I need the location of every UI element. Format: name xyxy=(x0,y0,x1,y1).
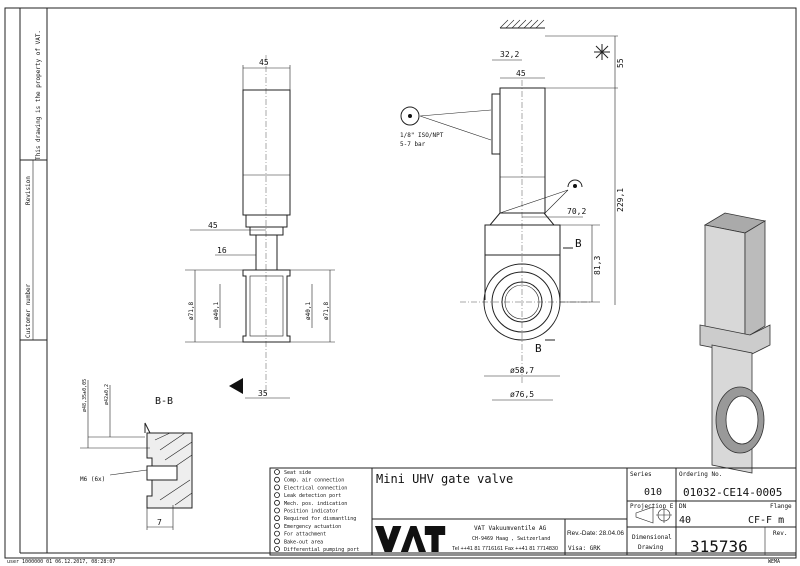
vat-logo xyxy=(375,526,446,552)
dim-side-81-3: 81,3 xyxy=(593,256,602,275)
legend-item: Comp. air connection xyxy=(274,476,344,484)
dim-front-dia-401-right: ø40,1 xyxy=(305,302,312,320)
company-name: VAT Vakuumventile AG xyxy=(474,525,547,532)
legend-item: For attachment xyxy=(274,530,326,538)
customer-number-label: Customer number xyxy=(25,283,32,338)
air-connection-thread: 1/8" ISO/NPT xyxy=(400,132,444,139)
legend-item: Emergency actuation xyxy=(274,523,341,530)
electrical-icon xyxy=(274,484,280,491)
dn-label: DN xyxy=(679,503,687,510)
rev-date: Rev.-Date: 28.04.06 xyxy=(567,531,625,537)
dim-front-dia-401-left: ø40,1 xyxy=(213,302,220,320)
front-view xyxy=(185,55,335,399)
comp-air-icon xyxy=(274,476,280,483)
flange-label: Flange xyxy=(770,503,792,510)
series-label: Series xyxy=(630,471,652,478)
legend-item: Bake-out area xyxy=(274,538,323,545)
dim-side-229-1: 229,1 xyxy=(616,188,625,212)
legend-item: Mech. pos. indication xyxy=(274,499,347,507)
leak-detection-icon xyxy=(274,492,280,499)
bake-out-icon xyxy=(274,538,280,545)
attachment-icon xyxy=(274,530,280,537)
dim-front-35: 35 xyxy=(258,389,268,398)
drawing-frame xyxy=(4,7,797,559)
dim-side-45: 45 xyxy=(516,69,526,78)
legend-label: Comp. air connection xyxy=(284,478,344,484)
legend-label: Differential pumping port xyxy=(284,547,359,553)
legend-label: Emergency actuation xyxy=(284,524,341,530)
ordering-label: Ordering No. xyxy=(679,471,722,478)
legend-item: Position indicator xyxy=(274,507,338,515)
dim-side-dia-58-7: ø58,7 xyxy=(510,366,534,375)
dim-section-dia-48-35: ø48,35±0,05 xyxy=(82,379,88,412)
air-connection-pressure: 5-7 bar xyxy=(400,141,426,148)
drawing-type-2: Drawing xyxy=(638,544,664,551)
legend-label: Seat side xyxy=(284,470,311,476)
legend-label: Bake-out area xyxy=(284,539,323,545)
differential-pumping-icon xyxy=(274,546,280,552)
section-mark-b-top: B xyxy=(575,237,582,250)
mech-pos-icon xyxy=(274,499,280,506)
seat-side-icon xyxy=(274,469,280,475)
flange-value: CF-F m xyxy=(748,515,784,526)
legend-label: Position indicator xyxy=(284,509,338,515)
isometric-view xyxy=(699,212,771,474)
drawing-type-1: Dimensional xyxy=(632,534,672,541)
dim-section-thread: M6 (6x) xyxy=(80,476,105,483)
dismantling-icon xyxy=(274,515,280,522)
dim-front-16: 16 xyxy=(217,246,227,255)
footer-user: user 1000000 01 06.12.2017, 08:28:07 xyxy=(7,559,115,565)
legend-label: Electrical connection xyxy=(284,485,347,491)
property-note: This drawing is the property of VAT. xyxy=(35,30,42,160)
legend-label: Mech. pos. indication xyxy=(284,501,347,507)
legend-label: Leak detection port xyxy=(284,493,341,499)
revision-label: Revision xyxy=(25,176,32,205)
legend-item: Required for dismantling xyxy=(274,515,356,522)
dim-front-dia-718-right: ø71,8 xyxy=(323,302,330,320)
dn-value: 40 xyxy=(679,515,691,526)
projection-label: Projection E xyxy=(630,503,674,510)
dim-side-32-2: 32,2 xyxy=(500,50,519,59)
ordering-number: 01032-CE14-0005 xyxy=(683,486,782,499)
legend-item: Leak detection port xyxy=(274,492,341,499)
dim-front-dia-718-left: ø71,8 xyxy=(188,302,195,320)
dismantling-star-icon xyxy=(594,44,610,60)
legend-label: Required for dismantling xyxy=(284,516,356,522)
stamp: WEMA xyxy=(768,559,780,565)
rev-label: Rev. xyxy=(773,530,787,537)
side-view xyxy=(400,19,618,401)
dim-side-55: 55 xyxy=(616,58,625,68)
drawing-number: 315736 xyxy=(690,537,748,556)
dim-side-70-2: 70,2 xyxy=(567,207,586,216)
company-address: CH-9469 Haag , Switzerland xyxy=(472,536,550,542)
title-block xyxy=(269,467,797,556)
position-indicator-icon xyxy=(274,507,280,514)
section-title: B-B xyxy=(155,396,173,407)
series-value: 010 xyxy=(644,487,662,498)
legend-label: For attachment xyxy=(284,532,326,538)
visa: Visa: GRK xyxy=(568,545,601,552)
dim-front-width-mid: 45 xyxy=(208,221,218,230)
dim-side-dia-76-5: ø76,5 xyxy=(510,390,534,399)
legend-item: Seat side xyxy=(274,469,311,476)
section-view xyxy=(80,380,193,530)
company-contact: Tel ++41 81 7716161 Fax ++41 81 7714830 xyxy=(452,546,558,552)
legend-item: Electrical connection xyxy=(274,484,347,491)
dim-section-7: 7 xyxy=(157,518,162,527)
dim-section-dia-42: ø42±0,2 xyxy=(104,384,110,405)
product-title: Mini UHV gate valve xyxy=(376,472,513,486)
section-mark-b-bottom: B xyxy=(535,342,542,355)
legend-item: Differential pumping port xyxy=(274,546,359,553)
emergency-icon xyxy=(274,523,280,529)
dim-front-width-top: 45 xyxy=(259,58,269,67)
